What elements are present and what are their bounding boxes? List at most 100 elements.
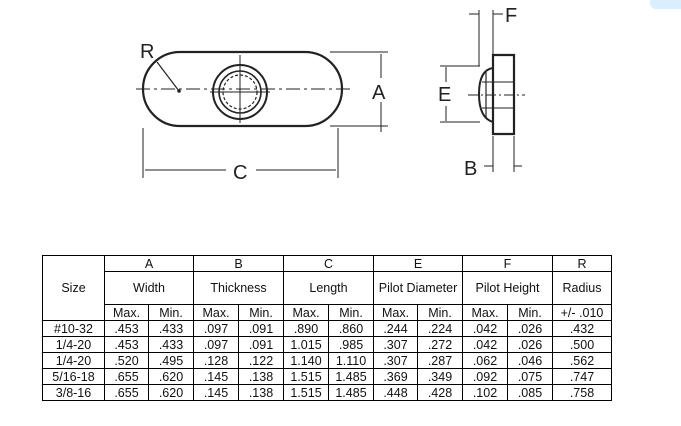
value-cell: .287 bbox=[417, 352, 463, 369]
table-body: Size A B C E F R Width Thickness Length … bbox=[42, 255, 612, 401]
value-cell: .145 bbox=[193, 368, 239, 385]
header-name-thickness: Thickness bbox=[193, 271, 284, 305]
size-cell: 3/8-16 bbox=[42, 384, 105, 401]
value-cell: .102 bbox=[462, 384, 508, 401]
subheader-cell: Min. bbox=[238, 304, 284, 321]
subheader-cell: Min. bbox=[328, 304, 374, 321]
subheader-cell: Min. bbox=[417, 304, 463, 321]
value-cell: .092 bbox=[462, 368, 508, 385]
value-cell: .890 bbox=[283, 320, 329, 337]
value-cell: .369 bbox=[373, 368, 418, 385]
value-cell: .138 bbox=[238, 368, 284, 385]
value-cell: .758 bbox=[552, 384, 612, 401]
header-name-pilot-height: Pilot Height bbox=[462, 271, 553, 305]
size-cell: 1/4-20 bbox=[42, 336, 105, 353]
value-cell: 1.485 bbox=[328, 384, 374, 401]
subheader-cell: +/- .010 bbox=[552, 304, 612, 321]
value-cell: .448 bbox=[373, 384, 418, 401]
value-cell: .307 bbox=[373, 336, 418, 353]
value-cell: .500 bbox=[552, 336, 612, 353]
oblong-body-outline bbox=[141, 50, 344, 128]
side-view bbox=[440, 10, 525, 172]
value-cell: .860 bbox=[328, 320, 374, 337]
label-e: E bbox=[438, 84, 451, 106]
label-c: C bbox=[233, 162, 247, 184]
label-a: A bbox=[372, 82, 386, 104]
value-cell: .495 bbox=[148, 352, 194, 369]
label-r: R bbox=[140, 41, 154, 63]
value-cell: .432 bbox=[552, 320, 612, 337]
label-b: B bbox=[464, 158, 477, 180]
value-cell: .091 bbox=[238, 336, 284, 353]
dimension-table: Size A B C E F R Width Thickness Length … bbox=[42, 255, 612, 401]
header-minmax-row: Max. Min. Max. Min. Max. Min. Max. Min. … bbox=[43, 304, 612, 321]
value-cell: .655 bbox=[104, 384, 149, 401]
value-cell: .128 bbox=[193, 352, 239, 369]
value-cell: .520 bbox=[104, 352, 149, 369]
header-name-pilot-diameter: Pilot Diameter bbox=[373, 271, 463, 305]
subheader-cell: Min. bbox=[148, 304, 194, 321]
size-cell: #10-32 bbox=[42, 320, 105, 337]
value-cell: .042 bbox=[462, 320, 508, 337]
subheader-cell: Max. bbox=[462, 304, 508, 321]
header-letter-r: R bbox=[552, 255, 612, 272]
value-cell: .075 bbox=[507, 368, 553, 385]
header-letter-f: F bbox=[462, 255, 553, 272]
header-name-radius: Radius bbox=[552, 271, 612, 305]
value-cell: .433 bbox=[148, 336, 194, 353]
value-cell: .145 bbox=[193, 384, 239, 401]
value-cell: .453 bbox=[104, 336, 149, 353]
corner-tab bbox=[650, 0, 681, 9]
table-row: #10-32.453.433.097.091.890.860.244.224.0… bbox=[42, 320, 612, 337]
header-names-row: Width Thickness Length Pilot Diameter Pi… bbox=[43, 271, 612, 305]
value-cell: .097 bbox=[193, 320, 239, 337]
subheader-cell: Min. bbox=[507, 304, 553, 321]
value-cell: .562 bbox=[552, 352, 612, 369]
header-letter-a: A bbox=[104, 255, 194, 272]
subheader-cell: Max. bbox=[104, 304, 149, 321]
radius-leader bbox=[156, 61, 180, 92]
size-cell: 1/4-20 bbox=[42, 352, 105, 369]
value-cell: 1.485 bbox=[328, 368, 374, 385]
header-letter-c: C bbox=[283, 255, 374, 272]
subheader-cell: Max. bbox=[193, 304, 239, 321]
technical-drawing: R A C E F B bbox=[136, 5, 525, 184]
value-cell: 1.515 bbox=[283, 384, 329, 401]
header-letter-b: B bbox=[193, 255, 284, 272]
value-cell: .138 bbox=[238, 384, 284, 401]
value-cell: .433 bbox=[148, 320, 194, 337]
value-cell: 1.110 bbox=[328, 352, 374, 369]
value-cell: .747 bbox=[552, 368, 612, 385]
label-f: F bbox=[505, 5, 517, 27]
value-cell: .620 bbox=[148, 368, 194, 385]
value-cell: .620 bbox=[148, 384, 194, 401]
value-cell: .244 bbox=[373, 320, 418, 337]
value-cell: .224 bbox=[417, 320, 463, 337]
header-name-length: Length bbox=[283, 271, 374, 305]
front-view bbox=[136, 50, 388, 178]
value-cell: 1.015 bbox=[283, 336, 329, 353]
value-cell: .062 bbox=[462, 352, 508, 369]
header-name-width: Width bbox=[104, 271, 194, 305]
subheader-cell: Max. bbox=[283, 304, 329, 321]
value-cell: .026 bbox=[507, 320, 553, 337]
value-cell: .046 bbox=[507, 352, 553, 369]
value-cell: .349 bbox=[417, 368, 463, 385]
value-cell: .091 bbox=[238, 320, 284, 337]
value-cell: .453 bbox=[104, 320, 149, 337]
value-cell: .122 bbox=[238, 352, 284, 369]
radius-center-dot bbox=[177, 89, 181, 93]
value-cell: 1.140 bbox=[283, 352, 329, 369]
value-cell: .985 bbox=[328, 336, 374, 353]
value-cell: .026 bbox=[507, 336, 553, 353]
value-cell: .655 bbox=[104, 368, 149, 385]
header-letters-row: Size A B C E F R bbox=[42, 255, 612, 321]
value-cell: 1.515 bbox=[283, 368, 329, 385]
value-cell: .097 bbox=[193, 336, 239, 353]
size-cell: 5/16-18 bbox=[42, 368, 105, 385]
value-cell: .042 bbox=[462, 336, 508, 353]
